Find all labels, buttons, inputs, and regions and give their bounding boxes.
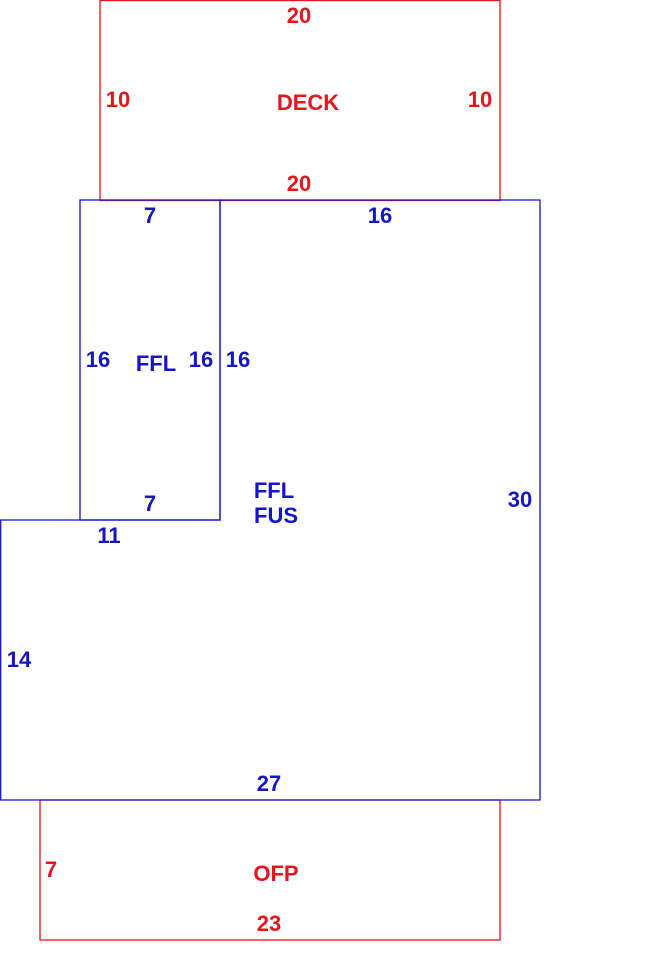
- main-bottom-dimension: 27: [257, 771, 281, 796]
- deck-bottom-dimension: 20: [287, 171, 311, 196]
- porch-area: 7 OFP 23: [39, 799, 501, 941]
- porch-area-label: OFP: [253, 861, 298, 886]
- ffl-left-dimension: 16: [86, 347, 110, 372]
- main-left-dimension: 14: [7, 647, 32, 672]
- main-living-area: 16 16 FFL FUS 30 11 14 27: [0, 199, 541, 801]
- main-right-dimension: 30: [508, 487, 532, 512]
- deck-left-dimension: 10: [106, 87, 130, 112]
- ffl-bottom-dimension: 7: [144, 491, 156, 516]
- ffl-top-dimension: 7: [144, 203, 156, 228]
- ffl-section: 7 16 FFL 16 7: [79, 199, 221, 521]
- deck-area: 20 10 10 DECK 20: [99, 0, 501, 202]
- porch-bottom-dimension: 23: [257, 911, 281, 936]
- deck-area-label: DECK: [277, 90, 339, 115]
- main-area-label-line1: FFL: [254, 478, 294, 503]
- deck-right-dimension: 10: [468, 87, 492, 112]
- main-area-label-line2: FUS: [254, 503, 298, 528]
- main-inner-left-dimension: 16: [226, 347, 250, 372]
- main-step-dimension: 11: [97, 523, 120, 548]
- ffl-outline: [79, 199, 221, 521]
- ffl-area-label: FFL: [136, 351, 176, 376]
- deck-top-dimension: 20: [287, 3, 311, 28]
- main-top-dimension: 16: [368, 203, 392, 228]
- porch-left-dimension: 7: [45, 857, 57, 882]
- ffl-right-dimension: 16: [189, 347, 213, 372]
